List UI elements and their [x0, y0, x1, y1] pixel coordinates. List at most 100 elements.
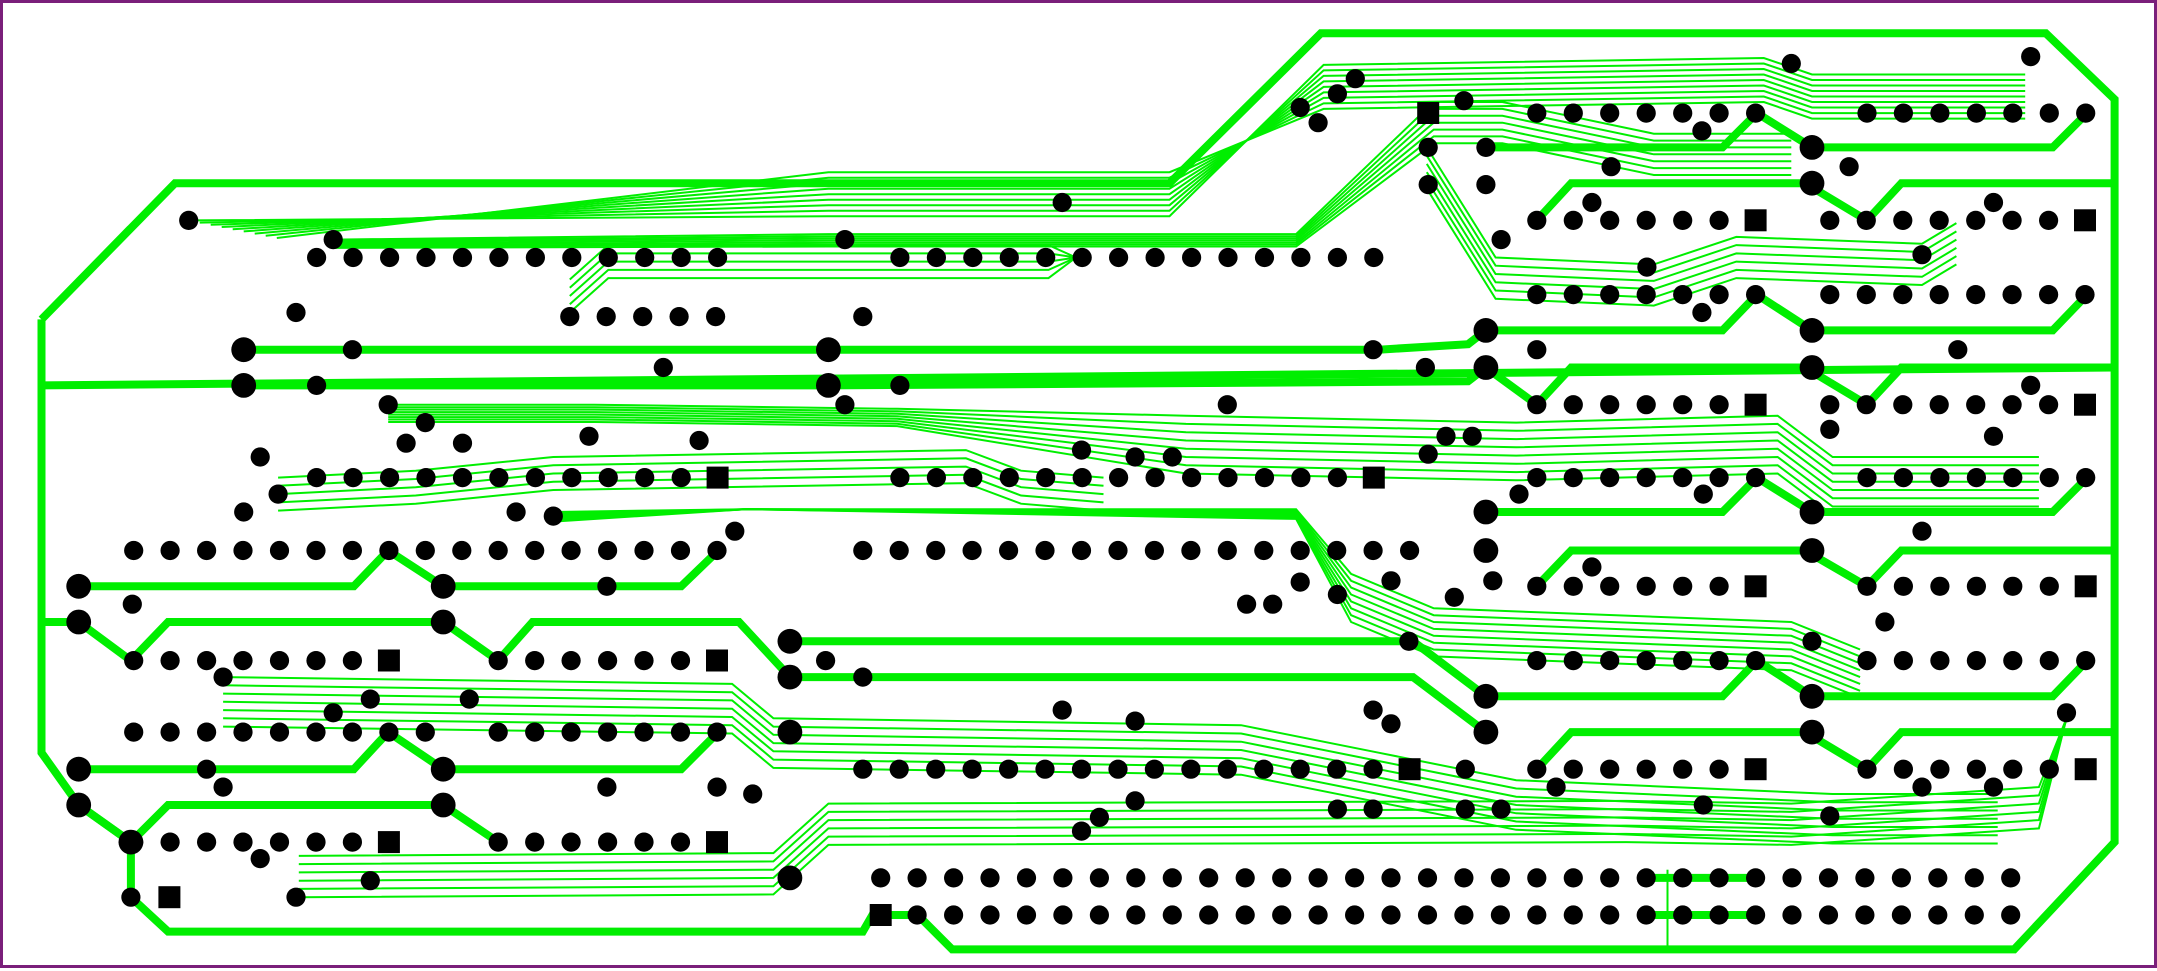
round-pad: [1454, 905, 1474, 925]
round-pad: [488, 651, 508, 671]
signal-trace: [1425, 188, 1957, 307]
via-pad: [459, 689, 479, 709]
round-pad: [1108, 759, 1128, 779]
round-pad: [633, 307, 653, 327]
via-pad: [579, 426, 599, 446]
round-pad: [1035, 540, 1055, 561]
round-pad: [1746, 285, 1766, 305]
via-pad: [250, 447, 270, 467]
power-trace: [78, 545, 722, 591]
round-pad: [1891, 868, 1911, 888]
signal-trace: [298, 718, 2068, 890]
via-pad: [1125, 711, 1145, 731]
square-pad: [1417, 102, 1440, 124]
component-pads: [66, 47, 2097, 926]
round-pad: [1072, 247, 1092, 268]
round-pad: [1308, 868, 1328, 888]
round-pad: [1527, 905, 1547, 925]
round-pad: [1145, 247, 1165, 268]
round-pad: [1966, 395, 1986, 415]
round-pad: [1126, 868, 1146, 888]
via-pad: [1327, 799, 1347, 819]
round-pad: [1636, 103, 1656, 123]
round-pad: [2002, 395, 2022, 415]
round-pad: [379, 722, 399, 742]
round-pad: [561, 722, 581, 742]
via-pad: [360, 871, 380, 891]
round-pad: [489, 468, 509, 488]
via-pad: [1692, 121, 1712, 141]
round-pad: [1327, 540, 1347, 561]
round-pad: [598, 468, 618, 488]
round-pad: [999, 540, 1019, 561]
via-pad: [1089, 807, 1109, 828]
round-pad: [306, 651, 326, 671]
via-pad: [415, 413, 435, 433]
round-pad: [269, 722, 290, 742]
signal-trace: [278, 482, 1104, 512]
round-pad: [342, 722, 362, 742]
signal-trace: [569, 252, 1077, 289]
via-pad: [1052, 700, 1072, 720]
round-pad: [1108, 540, 1128, 561]
round-pad: [671, 468, 691, 488]
via-pad: [250, 849, 270, 869]
signal-trace: [333, 128, 1792, 247]
via-pad: [1948, 340, 1968, 360]
via-pad: [1436, 426, 1456, 446]
via-pad: [1875, 612, 1895, 632]
via-pad: [1363, 700, 1383, 720]
signal-trace: [243, 84, 2026, 233]
round-pad: [380, 247, 400, 268]
round-pad: [1476, 137, 1496, 157]
via-pad: [543, 506, 563, 526]
square-pad: [706, 831, 728, 854]
square-pad: [2074, 209, 2096, 232]
round-pad: [1363, 540, 1383, 561]
round-pad: [1928, 868, 1948, 888]
signal-trace: [223, 725, 1998, 845]
round-pad: [1418, 137, 1438, 157]
round-pad: [380, 468, 400, 488]
round-pad: [1929, 285, 1949, 305]
via-pad: [360, 689, 380, 709]
round-pad: [1600, 868, 1620, 888]
round-pad: [1857, 103, 1877, 123]
round-pad: [1966, 576, 1986, 596]
round-pad: [1417, 905, 1438, 925]
via-pad: [1263, 594, 1283, 614]
round-pad: [561, 540, 581, 561]
round-pad: [233, 540, 253, 561]
round-pad: [669, 307, 689, 327]
via-pad: [777, 628, 803, 654]
round-pad: [1527, 285, 1547, 305]
round-pad: [1016, 868, 1037, 888]
via-pad: [396, 433, 416, 453]
round-pad: [671, 247, 691, 268]
round-pad: [1217, 759, 1237, 779]
round-pad: [1709, 395, 1729, 415]
via-pad: [452, 433, 473, 453]
via-pad: [1237, 594, 1257, 614]
round-pad: [1527, 651, 1547, 671]
round-pad: [1563, 395, 1583, 415]
round-pad: [999, 468, 1019, 488]
round-pad: [1036, 468, 1056, 488]
signal-trace: [1425, 146, 1957, 266]
signal-trace: [232, 78, 2026, 231]
signal-trace: [278, 465, 1104, 496]
round-pad: [1893, 103, 1913, 123]
round-pad: [1053, 868, 1073, 888]
via-pad: [231, 373, 257, 398]
via-pad: [1125, 791, 1145, 811]
via-pad: [689, 430, 709, 451]
via-pad: [853, 307, 873, 327]
via-pad: [1363, 340, 1383, 360]
via-pad: [1217, 395, 1237, 415]
signal-trace: [569, 244, 1077, 281]
via-pad: [1454, 91, 1474, 111]
round-pad: [2076, 468, 2096, 488]
round-pad: [1418, 175, 1438, 195]
round-pad: [2076, 103, 2096, 123]
via-pad: [816, 373, 841, 398]
